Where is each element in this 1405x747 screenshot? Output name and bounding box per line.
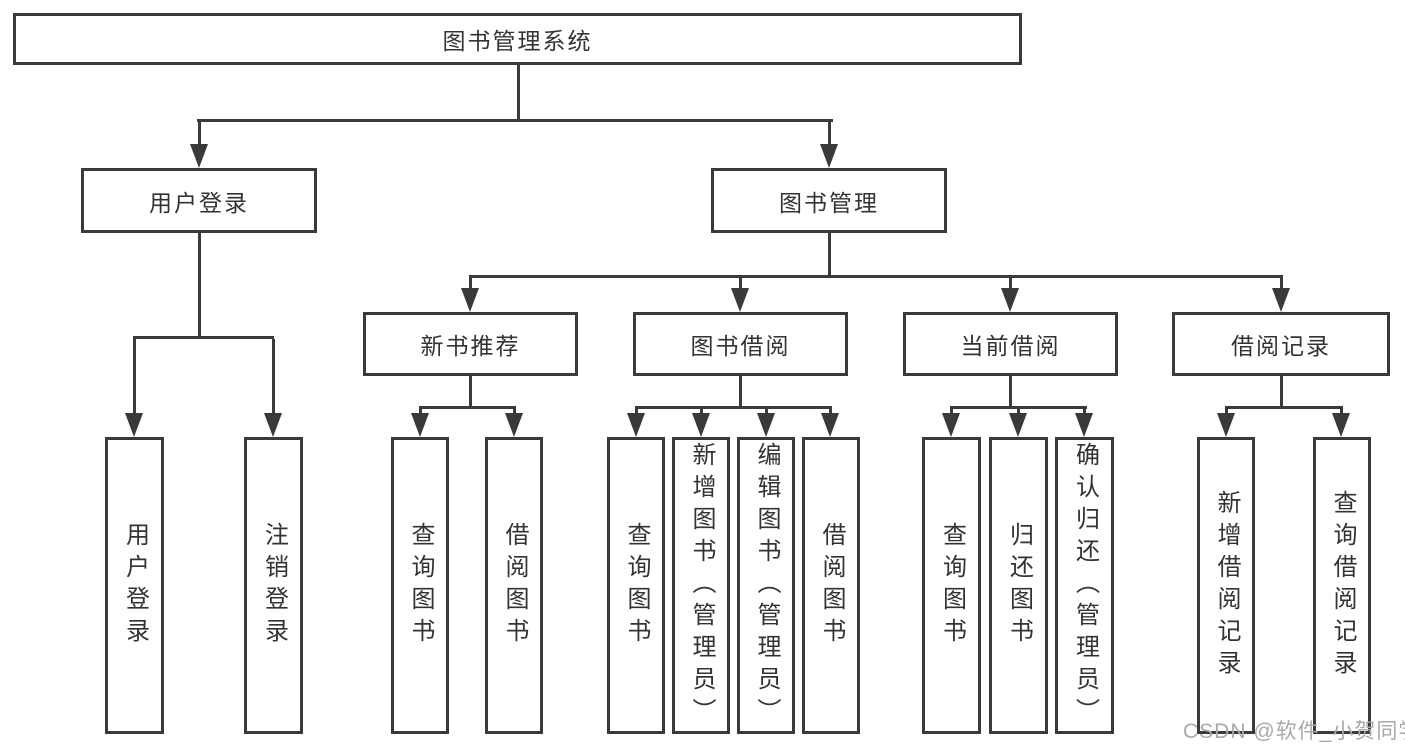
leaf-user-login: 用户登录 bbox=[105, 437, 164, 734]
leaf-query-books-current: 查询图书 bbox=[922, 437, 981, 734]
leaf-query-books-recommend: 查询图书 bbox=[391, 437, 449, 734]
leaf-edit-books-admin: 编辑图书（管理员） bbox=[737, 437, 795, 734]
connector-drop-newbook bbox=[469, 278, 472, 289]
node-label: 图书管理 bbox=[779, 189, 879, 216]
node-book-borrowing: 图书借阅 bbox=[633, 312, 848, 376]
leaf-label: 借阅图书 bbox=[501, 521, 528, 650]
leaf-confirm-return-admin: 确认归还（管理员） bbox=[1055, 437, 1114, 734]
node-label: 图书借阅 bbox=[690, 333, 791, 359]
arrowhead-borrow bbox=[731, 288, 749, 312]
node-book-management: 图书管理 bbox=[711, 168, 947, 233]
connector-drop-user-login bbox=[198, 122, 201, 146]
connector-stem bbox=[1280, 376, 1283, 406]
leaf-borrow-books-borrowing: 借阅图书 bbox=[802, 437, 860, 734]
arrowhead-book-mgmt bbox=[820, 144, 838, 168]
leaf-label: 归还图书 bbox=[1005, 521, 1033, 650]
connector-mgmt-stem bbox=[828, 233, 831, 275]
connector-drop bbox=[1017, 409, 1020, 414]
arrowhead bbox=[1009, 413, 1027, 437]
arrowhead bbox=[942, 413, 960, 437]
leaf-label: 查询图书 bbox=[938, 521, 966, 650]
connector-login-stem bbox=[198, 233, 201, 339]
connector-login-branch bbox=[133, 336, 274, 339]
leaf-label: 新增借阅记录 bbox=[1213, 489, 1240, 682]
connector-drop bbox=[829, 409, 832, 414]
leaf-query-books-borrowing: 查询图书 bbox=[607, 437, 665, 734]
connector-drop bbox=[1340, 409, 1343, 414]
connector-drop-borrow bbox=[739, 278, 742, 289]
connector-drop bbox=[700, 409, 703, 414]
leaf-query-borrow-record: 查询借阅记录 bbox=[1313, 437, 1371, 734]
leaf-label: 新增图书（管理员） bbox=[688, 441, 715, 730]
arrowhead bbox=[1217, 413, 1235, 437]
connector-drop bbox=[1083, 409, 1086, 414]
arrowhead bbox=[757, 413, 775, 437]
arrowhead bbox=[1075, 413, 1093, 437]
arrowhead-logout bbox=[264, 413, 282, 437]
connector-drop-logout bbox=[272, 339, 275, 415]
arrowhead-user-login bbox=[190, 144, 208, 168]
arrowhead-records bbox=[1272, 288, 1290, 312]
connector-stem bbox=[739, 376, 742, 406]
connector-drop-book-mgmt bbox=[828, 122, 831, 146]
leaf-label: 查询借阅记录 bbox=[1329, 489, 1356, 682]
arrowhead bbox=[627, 413, 645, 437]
node-label: 当前借阅 bbox=[960, 333, 1061, 359]
connector-drop bbox=[950, 409, 953, 414]
leaf-label: 查询图书 bbox=[623, 521, 650, 650]
connector-drop bbox=[419, 409, 422, 414]
leaf-add-books-admin: 新增图书（管理员） bbox=[672, 437, 730, 734]
node-label: 新书推荐 bbox=[420, 333, 521, 359]
connector-branch bbox=[635, 406, 832, 409]
arrowhead-current bbox=[1001, 288, 1019, 312]
leaf-logout: 注销登录 bbox=[244, 437, 303, 734]
arrowhead bbox=[1332, 413, 1350, 437]
csdn-watermark: CSDN @软件_小贺同学 bbox=[1183, 720, 1405, 743]
node-current-borrowing: 当前借阅 bbox=[903, 312, 1118, 376]
node-label: 图书管理系统 bbox=[442, 28, 593, 54]
arrowhead bbox=[821, 413, 839, 437]
connector-root-branch bbox=[197, 119, 833, 122]
connector-drop-records bbox=[1280, 278, 1283, 289]
connector-drop bbox=[513, 409, 516, 414]
node-new-book-recommendation: 新书推荐 bbox=[363, 312, 578, 376]
connector-drop bbox=[765, 409, 768, 414]
connector-drop bbox=[1225, 409, 1228, 414]
connector-root-stem bbox=[517, 65, 520, 122]
arrowhead-login bbox=[125, 413, 143, 437]
arrowhead bbox=[505, 413, 523, 437]
arrowhead bbox=[411, 413, 429, 437]
node-label: 借阅记录 bbox=[1231, 333, 1331, 359]
leaf-label: 用户登录 bbox=[121, 521, 149, 650]
leaf-add-borrow-record: 新增借阅记录 bbox=[1197, 437, 1255, 734]
leaf-label: 借阅图书 bbox=[818, 521, 845, 650]
leaf-label: 查询图书 bbox=[407, 521, 434, 650]
leaf-label: 确认归还（管理员） bbox=[1071, 441, 1099, 730]
node-borrowing-records: 借阅记录 bbox=[1172, 312, 1390, 376]
connector-stem bbox=[1009, 376, 1012, 406]
connector-branch bbox=[950, 406, 1087, 409]
node-label: 用户登录 bbox=[149, 189, 249, 216]
leaf-return-books: 归还图书 bbox=[989, 437, 1048, 734]
connector-drop-current bbox=[1009, 278, 1012, 289]
connector-mgmt-branch bbox=[469, 275, 1283, 278]
connector-branch bbox=[1225, 406, 1343, 409]
arrowhead-newbook bbox=[461, 288, 479, 312]
arrowhead bbox=[692, 413, 710, 437]
connector-drop-login bbox=[133, 339, 136, 415]
leaf-label: 编辑图书（管理员） bbox=[753, 441, 780, 730]
connector-stem bbox=[469, 376, 472, 406]
leaf-borrow-books-recommend: 借阅图书 bbox=[485, 437, 543, 734]
connector-drop bbox=[635, 409, 638, 414]
node-library-management-system: 图书管理系统 bbox=[13, 13, 1022, 65]
leaf-label: 注销登录 bbox=[260, 521, 288, 650]
connector-branch bbox=[419, 406, 516, 409]
node-user-login: 用户登录 bbox=[81, 168, 317, 233]
